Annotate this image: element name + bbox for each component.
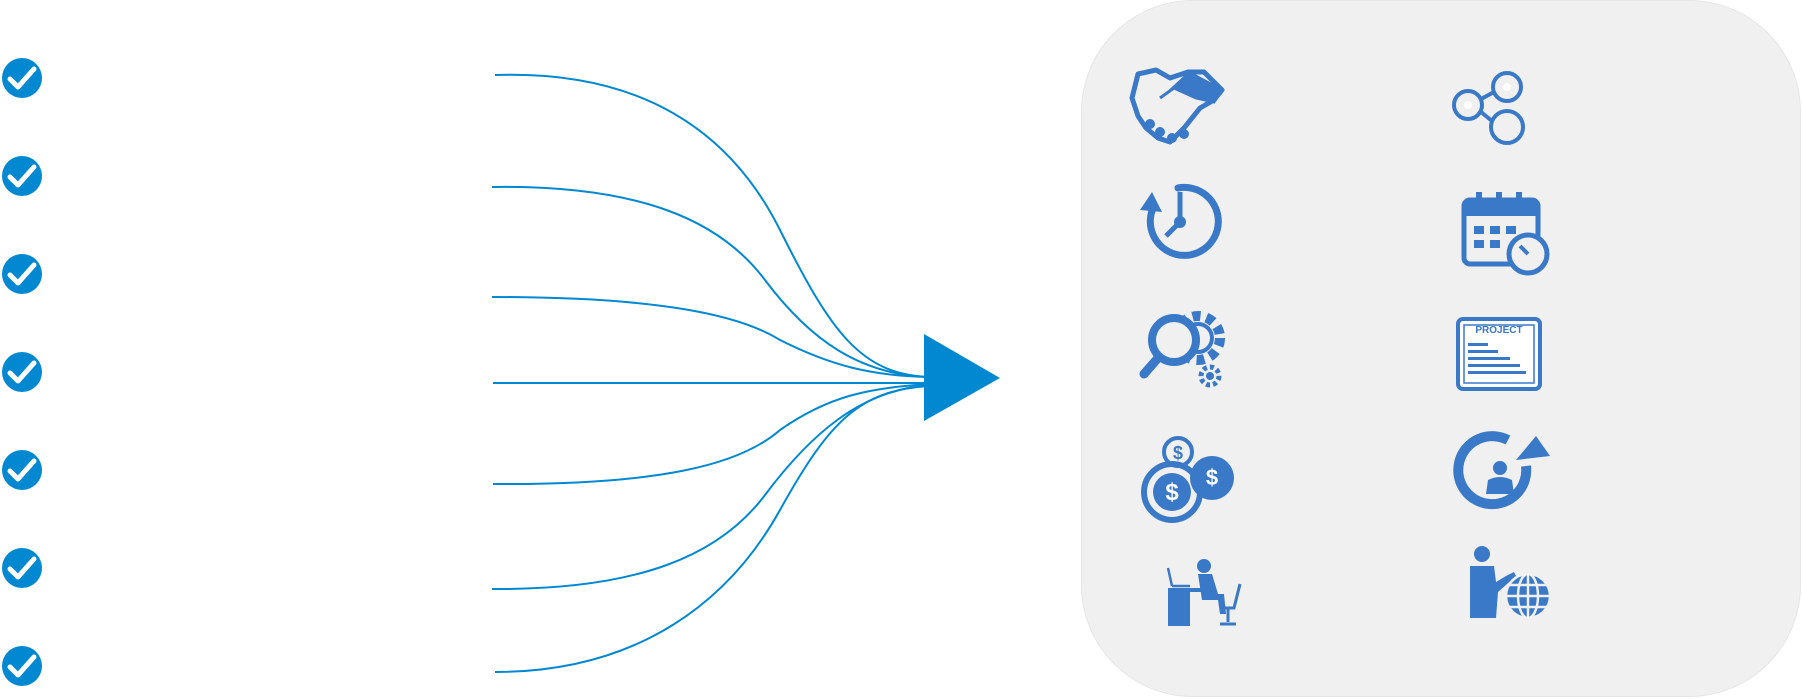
- search-gear-icon: [1139, 311, 1225, 388]
- flow-line: [494, 385, 931, 673]
- calendar-clock-icon: [1461, 192, 1550, 276]
- handshake-icon: [1129, 67, 1225, 145]
- flow-line: [494, 73, 931, 378]
- check-circle-icon: [0, 56, 44, 100]
- share-nodes-icon: [1452, 71, 1525, 145]
- flow-line: [491, 185, 931, 378]
- stopwatch-icon: [1140, 183, 1222, 259]
- check-circle-icon: [0, 350, 44, 394]
- flow-line: [492, 383, 931, 486]
- triangle-arrow: [924, 334, 1000, 421]
- coins-dollar-icon: [1141, 436, 1234, 523]
- svg-text:$: $: [1165, 479, 1179, 506]
- employee-growth-icon: [1453, 431, 1550, 510]
- project-document-icon: [1456, 317, 1542, 391]
- check-circle-icon: [0, 448, 44, 492]
- check-circle-icon: [0, 644, 44, 688]
- svg-text:$: $: [1173, 443, 1183, 463]
- check-circle-icon: [0, 154, 44, 198]
- check-circle-icon: [0, 252, 44, 296]
- project-label: PROJECT: [1475, 325, 1522, 336]
- svg-text:$: $: [1206, 465, 1218, 490]
- person-at-desk-icon: [1166, 559, 1242, 626]
- global-presenter-icon: [1470, 546, 1552, 620]
- flow-line: [491, 296, 931, 378]
- check-circle-icon: [0, 546, 44, 590]
